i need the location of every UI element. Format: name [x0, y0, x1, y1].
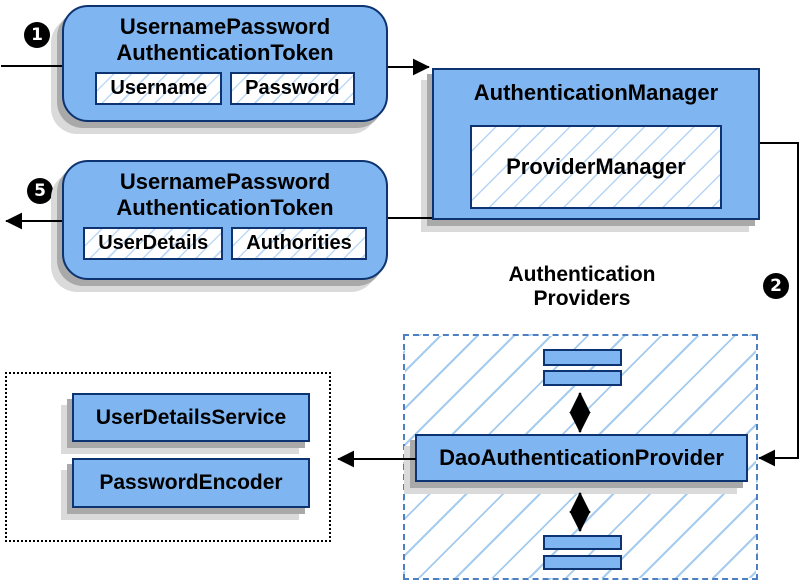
manager-to-provider-connector	[758, 142, 799, 467]
box-title-line1: UsernamePassword	[119, 169, 331, 194]
box-title: UsernamePassword AuthenticationToken	[64, 7, 386, 66]
box-title: UsernamePassword AuthenticationToken	[64, 162, 386, 221]
user-details-service-box: UserDetailsService	[72, 393, 310, 442]
authentication-providers-label-line2: Providers	[533, 287, 631, 310]
provider-slot-bar	[543, 555, 622, 570]
password-encoder-box: PasswordEncoder	[72, 458, 310, 508]
box-title-line2: AuthenticationToken	[116, 195, 334, 220]
token-fields-row: Username Password	[64, 72, 386, 105]
token-fields-row: UserDetails Authorities	[64, 227, 386, 260]
step-2-badge: 2	[763, 273, 789, 299]
authentication-manager-box: AuthenticationManager ProviderManager	[432, 68, 760, 220]
provider-slot-bar	[543, 349, 622, 366]
username-password-authentication-token-request-box: UsernamePassword AuthenticationToken Use…	[62, 5, 388, 122]
username-password-authentication-token-response-box: UsernamePassword AuthenticationToken Use…	[62, 160, 388, 280]
username-field-box: Username	[95, 72, 223, 105]
authorities-field-box: Authorities	[231, 227, 367, 260]
box-title-line2: AuthenticationToken	[116, 40, 334, 65]
password-field-box: Password	[230, 72, 355, 105]
provider-slot-bar	[543, 370, 622, 386]
step-5-badge: 5	[27, 178, 53, 204]
authentication-providers-label: Authentication Providers	[432, 263, 732, 311]
box-title-line1: UsernamePassword	[119, 14, 331, 39]
user-details-field-box: UserDetails	[83, 227, 224, 260]
authentication-providers-label-line1: Authentication	[508, 263, 656, 286]
authentication-manager-title: AuthenticationManager	[473, 80, 719, 105]
provider-manager-box: ProviderManager	[470, 125, 722, 209]
provider-slot-bar	[543, 535, 622, 550]
step-1-badge: 1	[24, 22, 50, 48]
dao-authentication-provider-box: DaoAuthenticationProvider	[415, 434, 748, 482]
